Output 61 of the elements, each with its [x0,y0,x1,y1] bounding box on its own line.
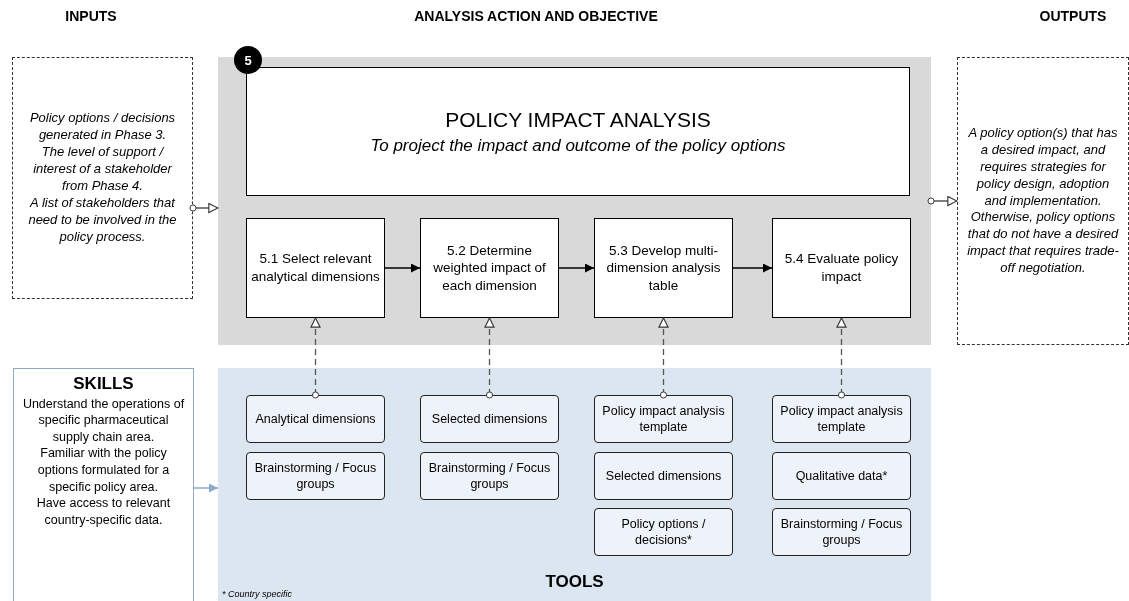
tool-label: Selected dimensions [605,467,722,485]
arrow [189,202,219,214]
column-heading: ANALYSIS ACTION AND OBJECTIVE [413,8,659,24]
description-text: A list of stakeholders that need to be involved in the policy process. [27,194,178,246]
step-number: 5 [244,52,252,68]
tool-box [594,452,733,500]
skills-box [13,368,194,601]
tool-label: Policy options / decisions* [620,515,707,549]
description-text: Familiar with the policy options formulated for a specific policy area. [36,445,171,496]
arrow [193,483,219,493]
arrow [732,263,773,273]
process-box [772,218,911,318]
arrow [384,263,421,273]
tool-box [594,395,733,443]
column-heading: OUTPUTS [1038,8,1108,24]
tool-label: Brainstorming / Focus groups [253,459,378,493]
dashed-connector [484,317,495,399]
step-label: 5.2 Determine weighted impact of each dimension [432,241,547,295]
dashed-connector [310,317,321,399]
title: POLICY IMPACT ANALYSIS [445,107,711,132]
step-label: 5.3 Develop multi-dimension analysis table [605,241,722,295]
process-box [246,218,385,318]
tool-label: Analytical dimensions [255,410,376,428]
tool-box [772,395,911,443]
process-box [594,218,733,318]
tool-box [594,508,733,556]
tool-box [246,452,385,500]
description-text: A policy option(s) that has a desired impact, and requires strategies for policy design, adoption and implementation. [967,125,1119,210]
tool-label: Qualitative data* [795,467,888,485]
description-text: Have access to relevant country-specific data. [35,495,172,529]
step-label: 5.4 Evaluate policy impact [783,250,900,286]
tool-box [420,452,559,500]
section-heading: SKILLS [73,373,134,395]
subtitle: To project the impact and outcome of the policy options [370,135,786,156]
description-text: Policy options / decisions generated in Phase 3. [28,110,177,145]
tool-box [772,452,911,500]
tool-box [772,508,911,556]
tool-label: Brainstorming / Focus groups [427,459,552,493]
dashed-text-box [957,57,1129,345]
description-text: The level of support / interest of a stakeholder from Phase 4. [32,144,174,195]
title-box [246,67,910,196]
section-heading: TOOLS [545,572,604,592]
tool-label: Brainstorming / Focus groups [779,515,904,549]
process-box [420,218,559,318]
dashed-connector [836,317,847,399]
footnote: * Country specific [222,589,294,599]
tool-label: Policy impact analysis template [601,402,726,436]
arrow [927,195,958,207]
description-text: Understand the operations of specific pharmaceutical supply chain area. [21,395,186,446]
dashed-connector [658,317,669,399]
dashed-text-box [12,57,193,299]
tools-panel [218,368,931,601]
step-label: 5.1 Select relevant analytical dimensions [251,250,380,286]
tool-label: Policy impact analysis template [779,402,904,436]
tool-box [420,395,559,443]
column-heading: INPUTS [64,8,118,24]
description-text: Otherwise, policy options that do not have a desired impact that requires trade-off negotiation. [966,209,1120,277]
step-number-badge [234,46,262,74]
arrow [558,263,595,273]
tool-label: Selected dimensions [431,410,548,428]
tool-box [246,395,385,443]
